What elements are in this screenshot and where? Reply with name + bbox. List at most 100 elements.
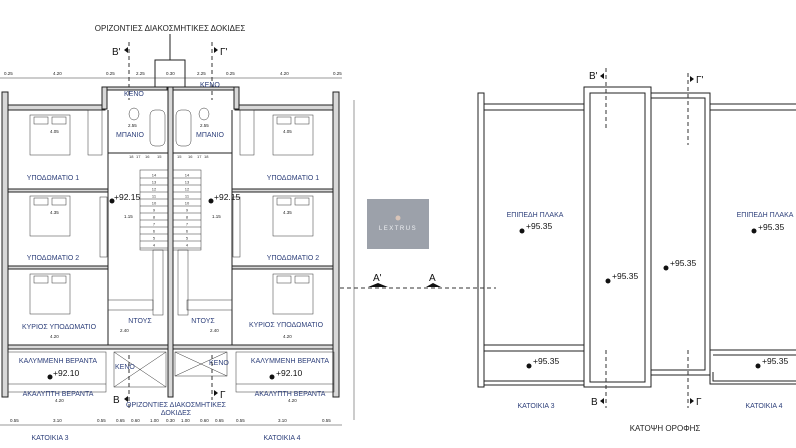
section-a-prime-label: Α'	[373, 273, 382, 284]
bed-icon	[272, 273, 314, 315]
svg-text:0.55: 0.55	[236, 418, 245, 423]
beam-note-top: ΟΡΙΖΟΝΤΙΕΣ ΔΙΑΚΟΣΜΗΤΙΚΕΣ ΔΟΚΙΔΕΣ	[95, 24, 246, 33]
svg-text:16: 16	[145, 154, 150, 159]
stair-step-number: 14	[152, 173, 157, 178]
floor-level: +92.15	[214, 192, 241, 202]
svg-text:4.05: 4.05	[283, 129, 292, 134]
open-veranda-label: ΑΚΑΛΥΠΤΗ ΒΕΡΑΝΤΑ	[23, 391, 94, 398]
bed-icon	[29, 273, 71, 315]
svg-text:0.25: 0.25	[106, 71, 115, 76]
stair-step-number: 7	[186, 222, 189, 227]
level-marker-icon	[519, 228, 525, 234]
bed-icon	[272, 195, 314, 237]
stair-step-number: 14	[185, 173, 190, 178]
stair-step-number: 10	[152, 201, 157, 206]
floor-level: +92.15	[114, 192, 141, 202]
svg-text:18: 18	[129, 154, 134, 159]
covered-veranda-label: ΚΑΛΥΜΜΕΝΗ ΒΕΡΑΝΤΑ	[251, 358, 330, 365]
stair-step-number: 10	[185, 201, 190, 206]
svg-text:0.60: 0.60	[131, 418, 140, 423]
bed-icon	[272, 114, 314, 156]
stair-step-number: 13	[152, 180, 157, 185]
svg-text:0.65: 0.65	[116, 418, 125, 423]
stair-step-number: 8	[186, 215, 189, 220]
svg-text:16: 16	[188, 154, 193, 159]
svg-text:1.00: 1.00	[181, 418, 190, 423]
roof-plan: Β' Γ' Β Γ ΕΠΙΠΕΔΗ ΠΛΑΚΑ ΕΠΙΠΕΔΗ ΠΛΑΚΑ +9…	[477, 68, 796, 433]
section-a-line: Α' Α	[340, 273, 496, 289]
level-marker-icon	[109, 198, 115, 204]
veranda-level: +92.10	[53, 368, 80, 378]
level-marker-icon	[755, 363, 761, 369]
svg-text:0.25: 0.25	[4, 71, 13, 76]
roof-level: +95.35	[670, 258, 697, 268]
section-g-label: Γ	[696, 397, 702, 408]
svg-text:4.20: 4.20	[55, 398, 64, 403]
covered-veranda-label: ΚΑΛΥΜΜΕΝΗ ΒΕΡΑΝΤΑ	[19, 358, 98, 365]
svg-text:0.65: 0.65	[215, 418, 224, 423]
svg-text:4.35: 4.35	[283, 210, 292, 215]
stair-step-number: 13	[185, 180, 190, 185]
roof-level: +95.35	[526, 221, 553, 231]
svg-text:1.00: 1.00	[150, 418, 159, 423]
open-veranda-label: ΑΚΑΛΥΠΤΗ ΒΕΡΑΝΤΑ	[255, 391, 326, 398]
level-marker-icon	[208, 198, 214, 204]
svg-text:2.40: 2.40	[120, 328, 129, 333]
section-b-label: Β	[591, 397, 598, 408]
roof-level: +95.35	[762, 356, 789, 366]
house-3-label: ΚΑΤΟΙΚΙΑ 3	[517, 403, 554, 410]
section-b-prime-label: Β'	[589, 71, 598, 82]
void-label: ΚΕΝΟ	[209, 360, 229, 367]
svg-text:2.25: 2.25	[136, 71, 145, 76]
svg-text:0.55: 0.55	[322, 418, 331, 423]
beam-note-bottom: ΔΟΚΙΔΕΣ	[161, 410, 192, 417]
stair-step-number: 5	[186, 236, 189, 241]
void-label: ΚΕΝΟ	[124, 91, 144, 98]
stair-step-number: 8	[153, 215, 156, 220]
top-dimensions: 0.25 4.20 0.25 2.25 0.30 2.25 0.25 4.20 …	[4, 71, 342, 76]
level-marker-icon	[47, 374, 53, 380]
lextrus-logo: LEXTRUS	[367, 199, 429, 249]
svg-text:4.20: 4.20	[53, 71, 62, 76]
svg-text:0.60: 0.60	[200, 418, 209, 423]
section-arrow-icon	[124, 47, 128, 53]
svg-text:4.20: 4.20	[288, 398, 297, 403]
svg-text:LEXTRUS: LEXTRUS	[379, 226, 417, 232]
svg-text:4.05: 4.05	[50, 129, 59, 134]
section-arrow-icon	[426, 283, 441, 287]
master-bedroom-label: ΚΥΡΙΟΣ ΥΠΟΔΩΜΑΤΙΟ	[249, 322, 324, 329]
stair-step-number: 9	[153, 208, 156, 213]
svg-text:4.20: 4.20	[283, 334, 292, 339]
svg-text:4.20: 4.20	[50, 334, 59, 339]
level-marker-icon	[751, 228, 757, 234]
flat-slab-label: ΕΠΙΠΕΔΗ ΠΛΑΚΑ	[507, 212, 564, 219]
bedroom-1-label: ΥΠΟΔΩΜΑΤΙΟ 1	[267, 175, 320, 182]
svg-text:17: 17	[197, 154, 202, 159]
shower-label: ΝΤΟΥΣ	[191, 318, 215, 325]
bathtub-icon	[149, 109, 166, 147]
stair-step-number: 9	[186, 208, 189, 213]
house-4-label: ΚΑΤΟΙΚΙΑ 4	[263, 435, 300, 442]
first-floor-plan: ΟΡΙΖΟΝΤΙΕΣ ΔΙΑΚΟΣΜΗΤΙΚΕΣ ΔΟΚΙΔΕΣ Β' Γ' 0…	[0, 24, 355, 442]
roof-level: +95.35	[758, 222, 785, 232]
stair-step-number: 6	[153, 229, 156, 234]
svg-text:15: 15	[157, 154, 162, 159]
section-a-label: Α	[429, 273, 436, 284]
section-b-label: Β	[113, 395, 120, 406]
section-arrow-icon	[600, 398, 604, 404]
svg-text:2.55: 2.55	[128, 123, 137, 128]
veranda-level: +92.10	[276, 368, 303, 378]
flat-slab-label: ΕΠΙΠΕΔΗ ΠΛΑΚΑ	[737, 212, 794, 219]
svg-text:2.40: 2.40	[210, 328, 219, 333]
svg-text:0.25: 0.25	[226, 71, 235, 76]
stair-step-number: 12	[185, 187, 190, 192]
stair-step-number: 4	[153, 243, 156, 248]
svg-text:1.15: 1.15	[124, 214, 133, 219]
svg-text:0.55: 0.55	[97, 418, 106, 423]
stair-step-number: 11	[152, 194, 157, 199]
bathtub-icon	[175, 109, 192, 147]
stair-step-number: 7	[153, 222, 156, 227]
bedroom-2-label: ΥΠΟΔΩΜΑΤΙΟ 2	[27, 255, 80, 262]
section-arrow-icon	[368, 283, 388, 287]
